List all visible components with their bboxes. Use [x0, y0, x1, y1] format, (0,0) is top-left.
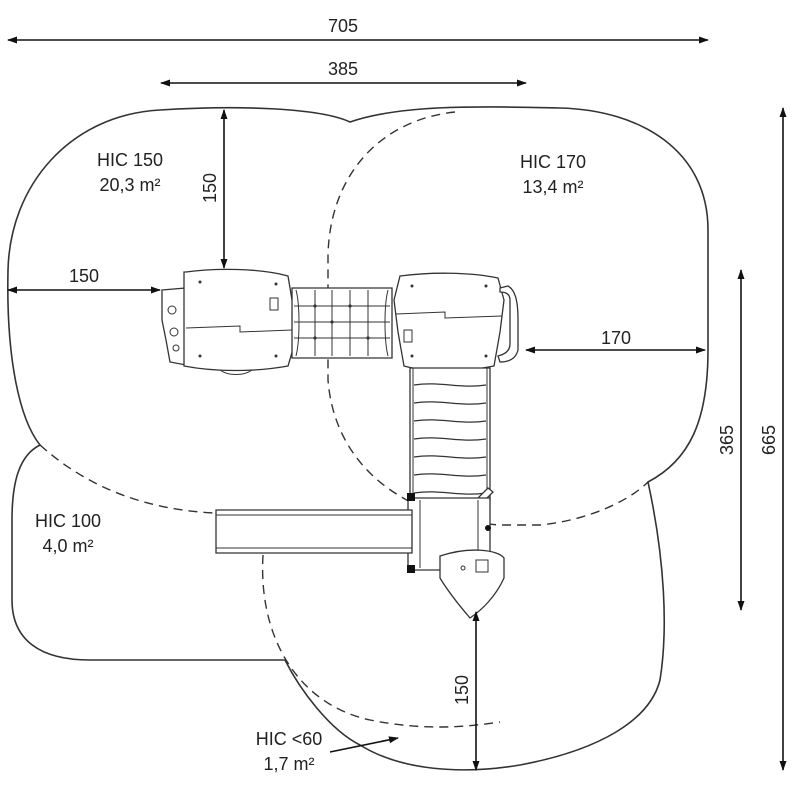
hic60-zone-boundary	[261, 554, 501, 728]
ladder	[409, 367, 494, 515]
zone-hic100-label: HIC 100	[35, 511, 101, 531]
label-right-margin: 170	[601, 328, 631, 348]
label-bottom-margin: 150	[452, 675, 472, 705]
zone-hic60-label: HIC <60	[256, 729, 323, 749]
net-bridge	[291, 287, 393, 359]
label-total-width: 705	[328, 16, 358, 36]
platform-right	[393, 272, 519, 372]
zone-hic170-label: HIC 170	[520, 152, 586, 172]
label-inner-width: 385	[328, 59, 358, 79]
label-top-margin: 150	[200, 173, 220, 203]
label-left-margin: 150	[69, 266, 99, 286]
lower-structure	[215, 493, 505, 619]
zone-hic60-area: 1,7 m²	[263, 754, 314, 774]
hic170-zone-boundary	[327, 111, 649, 526]
zone-hic170-area: 13,4 m²	[522, 177, 583, 197]
zone-hic150-area: 20,3 m²	[99, 175, 160, 195]
safety-area-outline	[7, 106, 709, 771]
label-total-height: 665	[759, 425, 779, 455]
zone-hic150-label: HIC 150	[97, 150, 163, 170]
label-inner-height: 365	[717, 425, 737, 455]
hic60-pointer	[329, 736, 399, 753]
hic150-zone-boundary	[39, 444, 216, 514]
platform-left	[161, 268, 299, 375]
zone-hic100-area: 4,0 m²	[42, 536, 93, 556]
